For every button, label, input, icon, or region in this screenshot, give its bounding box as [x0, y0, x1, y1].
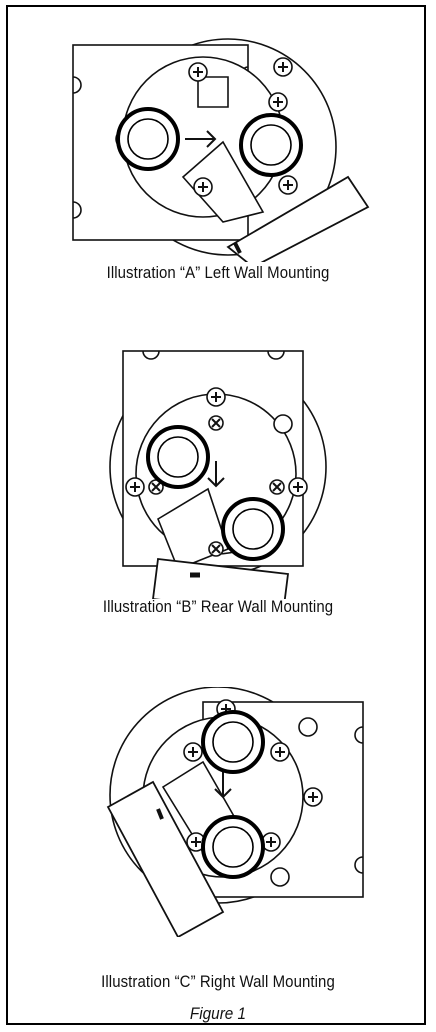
- right-wall-mounting-drawing: [106, 687, 364, 937]
- figure-label: Figure 1: [189, 1004, 247, 1023]
- illustration-a: [8, 37, 428, 262]
- caption-a: Illustration “A” Left Wall Mounting: [106, 263, 330, 282]
- caption-b: Illustration “B” Rear Wall Mounting: [102, 597, 334, 616]
- rear-wall-mounting-drawing: [109, 350, 327, 599]
- illustration-c: [8, 687, 428, 937]
- figure-frame: Illustration “A” Left Wall Mounting: [6, 5, 426, 1025]
- caption-c: Illustration “C” Right Wall Mounting: [101, 972, 335, 991]
- left-wall-mounting-drawing: [72, 38, 370, 262]
- illustration-b: [8, 349, 428, 599]
